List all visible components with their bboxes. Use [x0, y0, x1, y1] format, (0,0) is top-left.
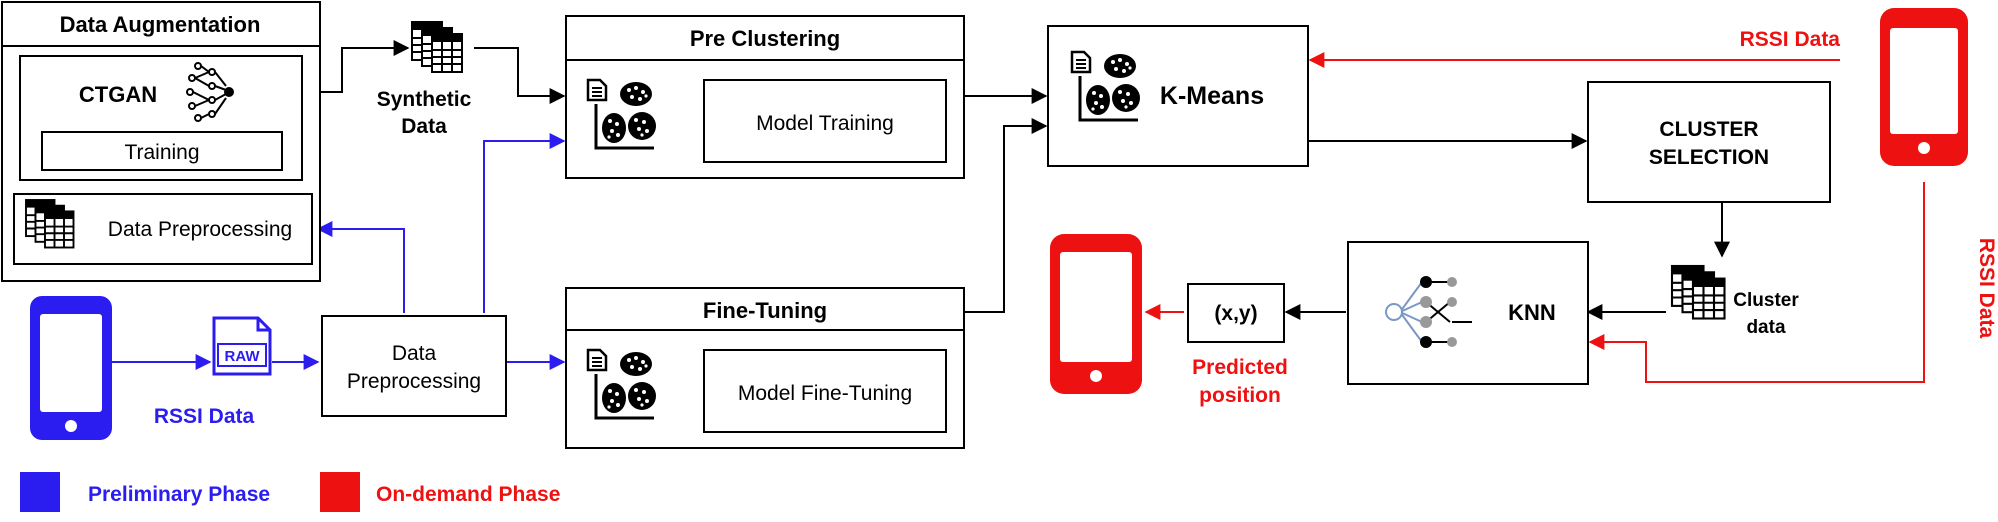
- cluster-selection-line2: SELECTION: [1649, 146, 1769, 169]
- training-box: [41, 131, 283, 171]
- rssi-data-red-top-label: RSSI Data: [1740, 28, 1841, 51]
- cluster-selection-line1: CLUSTER: [1659, 118, 1758, 141]
- legend: Preliminary Phase On-demand Phase: [20, 472, 560, 512]
- kmeans-label: K-Means: [1160, 82, 1264, 110]
- arrow-finetuning-to-kmeans: [964, 118, 1048, 313]
- synthetic-data-line2: Data: [401, 115, 447, 138]
- xy-box: [1187, 283, 1285, 343]
- synthetic-spreadsheet-icon: [412, 22, 462, 72]
- rssi-data-red-side-label: RSSI Data: [1975, 238, 1998, 339]
- smartphone-icon-red-output: [1050, 234, 1142, 394]
- raw-icon-text: RAW: [225, 348, 261, 365]
- pre-clustering-group: Pre Clustering Model Training: [565, 15, 965, 179]
- legend-swatch-ondemand: [320, 472, 360, 512]
- rssi-data-blue-label: RSSI Data: [154, 405, 255, 428]
- legend-swatch-preliminary: [20, 472, 60, 512]
- pre-clustering-title: Pre Clustering: [690, 26, 840, 51]
- fine-tuning-title: Fine-Tuning: [703, 298, 827, 323]
- smartphone-icon-blue: [30, 296, 112, 440]
- synthetic-data-line1: Synthetic: [377, 88, 472, 111]
- ctgan-label: CTGAN: [79, 82, 157, 107]
- model-fine-tuning-label: Model Fine-Tuning: [738, 382, 912, 405]
- knn-network-icon: [1385, 276, 1472, 348]
- xy-label: (x,y): [1214, 302, 1257, 325]
- arrow-preprocessing-to-preclustering: [483, 133, 566, 313]
- model-training-label: Model Training: [756, 112, 894, 135]
- raw-file-icon: RAW: [212, 316, 272, 376]
- predicted-position-line1: Predicted: [1192, 356, 1288, 379]
- data-preprocessing-line2: Preprocessing: [347, 370, 481, 393]
- model-training-box: [703, 79, 947, 163]
- fine-tuning-group: Fine-Tuning Model Fine-Tuning: [565, 287, 965, 449]
- data-augmentation-title: Data Augmentation: [60, 12, 261, 37]
- arrow-synthetic-to-preclustering: [474, 47, 566, 104]
- model-fine-tuning-box: [703, 349, 947, 433]
- cluster-data-spreadsheet-icon: [1672, 266, 1725, 319]
- neural-network-icon: [186, 62, 234, 122]
- arrow-red-phone-to-knn: [1588, 182, 1925, 383]
- smartphone-icon-red: [1880, 8, 1968, 166]
- cluster-data-line1: Cluster: [1733, 290, 1799, 311]
- legend-label-ondemand: On-demand Phase: [376, 483, 560, 506]
- augmentation-preprocessing-label: Data Preprocessing: [108, 218, 292, 241]
- data-preprocessing-line1: Data: [392, 342, 437, 365]
- cluster-data-line2: data: [1746, 317, 1786, 338]
- data-augmentation-group: Data Augmentation CTGAN Training Data Pr…: [1, 1, 321, 282]
- data-preprocessing-box: [321, 315, 507, 417]
- training-label: Training: [124, 141, 199, 164]
- legend-label-preliminary: Preliminary Phase: [88, 483, 270, 506]
- knn-label: KNN: [1508, 300, 1556, 325]
- predicted-position-line2: position: [1199, 384, 1281, 407]
- cluster-selection-box: [1587, 81, 1831, 203]
- arrow-preprocessing-to-augmentation: [316, 221, 405, 313]
